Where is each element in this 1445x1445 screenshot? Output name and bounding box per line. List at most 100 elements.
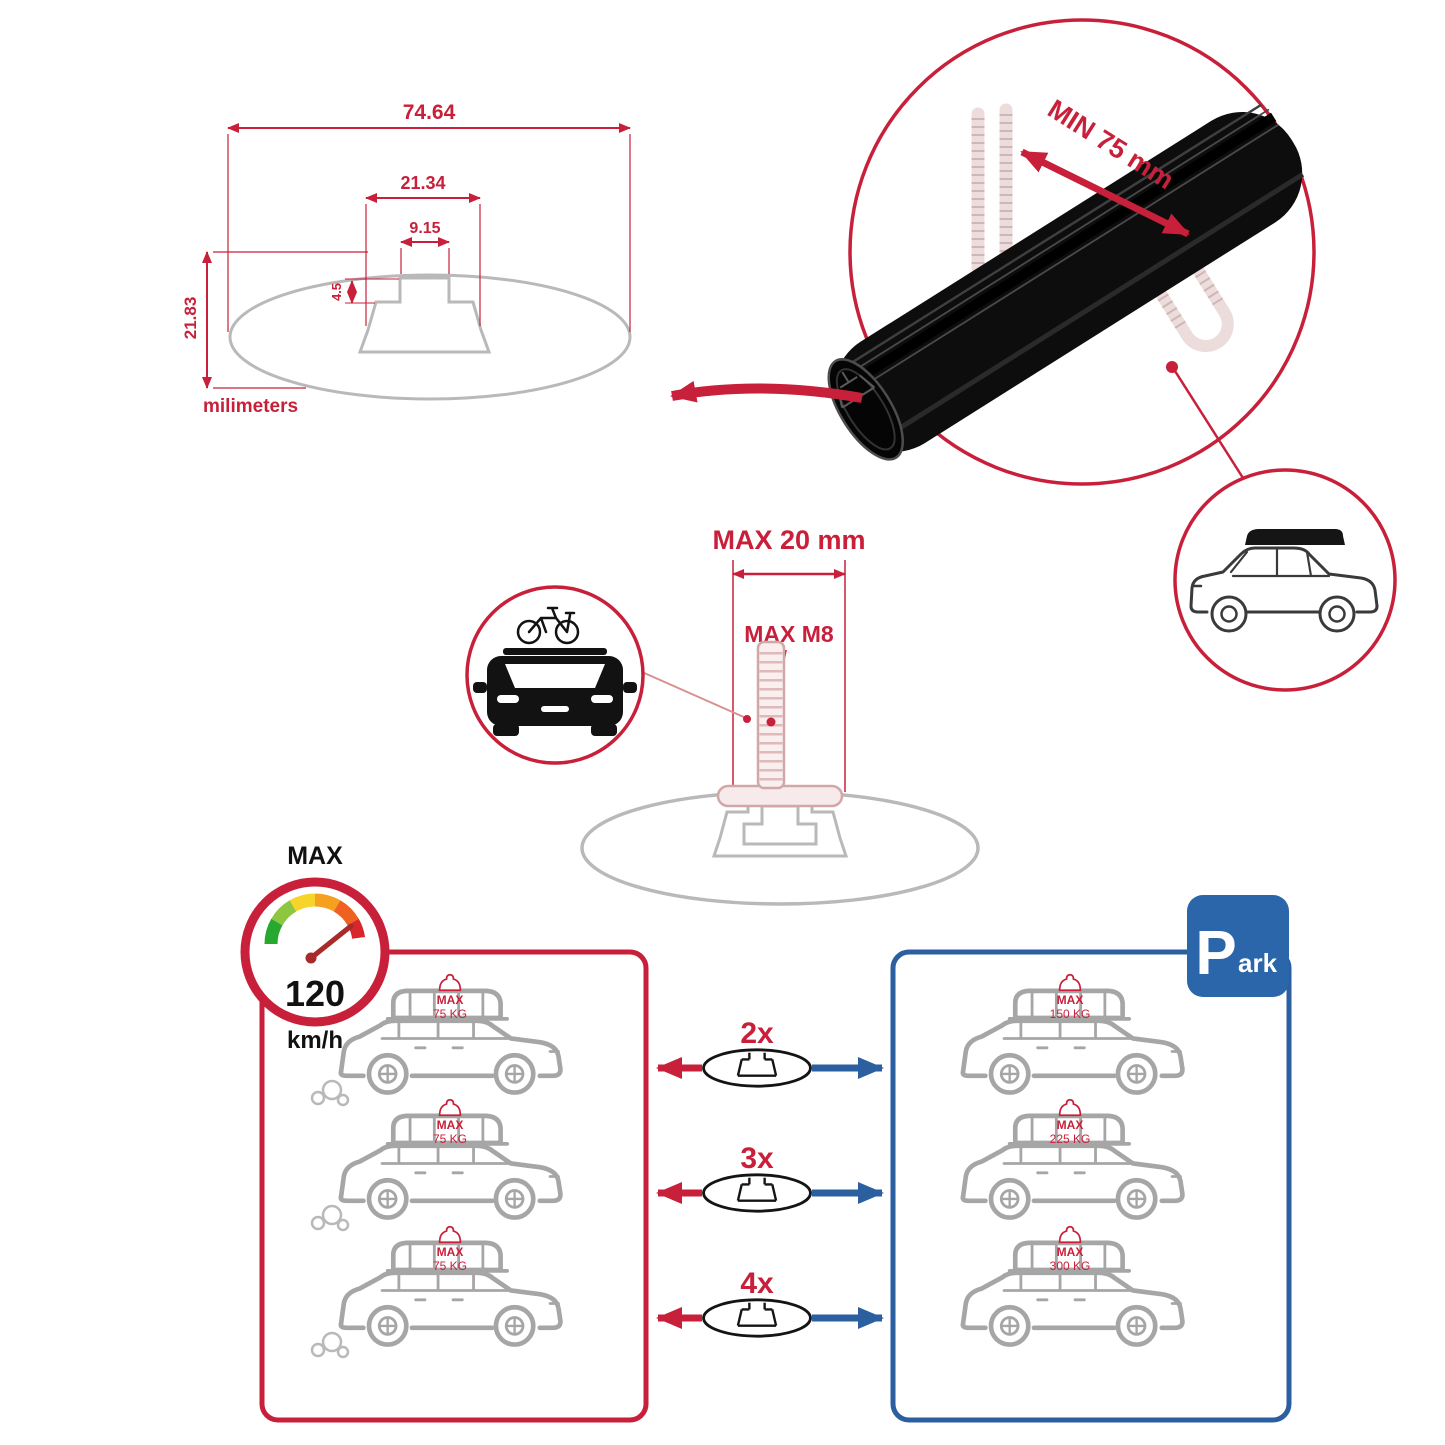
cargo-cap [1058,973,1082,992]
suv-hub [1328,605,1346,623]
t-nut [742,804,818,846]
cargo-cap [1058,1225,1082,1244]
parked-load-box [890,949,1292,1423]
left-car-weight: 75 KG [433,1132,467,1146]
u-bolt-threads [1173,236,1226,309]
right-car-weight: 150 KG [1050,1007,1091,1021]
right-car-weight: 300 KG [1050,1259,1091,1273]
circle-leader-line [641,671,747,719]
car-bike-circle [465,585,751,765]
park-sign: P ark [1187,895,1289,997]
dim-height-label: 21.83 [181,297,200,340]
crossbar-count-icon [702,1048,812,1088]
leader-to-suv-circle [1173,370,1245,479]
smoke-puff [321,1204,343,1226]
suv-wheel [1318,595,1356,633]
smoke-puff [336,1218,350,1232]
gauge-max-label: MAX [287,842,343,870]
grille [541,706,569,712]
u-bolt-right [1134,231,1234,353]
crossbar-end-cap-inner [835,368,896,451]
right-car-weight: 225 KG [1050,1132,1091,1146]
u-bolt-loop [1134,231,1234,353]
smoke-puff [336,1345,350,1359]
row-multiplier: 3x [740,1142,774,1175]
bolt-length-label: MAX 20 mm [712,525,865,555]
smoke-puff [310,1342,326,1358]
suv-underside [1245,604,1379,614]
exhaust-smoke [310,1204,350,1232]
side-mirror [623,682,637,693]
driving-load-box [259,949,649,1423]
smoke-puff [310,1215,326,1231]
exhaust-smoke [310,1331,350,1359]
smoke-puff [321,1331,343,1353]
suv-windows [1229,547,1331,578]
dim-width-label: 74.64 [403,101,456,124]
bolt-thread-label: MAX M8 [744,621,834,647]
tire [591,724,617,736]
dim-slot-label: 9.15 [409,220,440,237]
u-bolt-threads [1136,259,1188,333]
park-letter: P [1195,919,1236,988]
comparison-row: MAX 75 KG 2x MAX 150 KG [310,973,1182,1107]
leader-dot [743,715,751,723]
gauge-seg-orange [314,893,341,912]
right-car-max-label: MAX [1057,1118,1084,1132]
right-car-max-label: MAX [1057,1245,1084,1259]
row-multiplier: 4x [740,1267,774,1300]
side-mirror [473,682,487,693]
roof-box [1245,529,1345,545]
cargo-cap [1058,1098,1082,1117]
crossbar-channel [854,112,1277,384]
smoke-puff [310,1090,326,1106]
u-bolt-top [971,103,1013,275]
profile-drawing: 74.64 21.34 9.15 4.5 21.83 milimeters [181,101,632,417]
gauge-seg-green [264,918,283,945]
speed-gauge: MAX 120 km/h [240,842,390,1054]
min-clamp-arrow [1020,148,1190,238]
park-sign-plate [1187,895,1289,997]
comparison-row: MAX 75 KG 3x MAX 225 KG [310,1098,1182,1232]
headlight [591,695,613,703]
roof-bar [503,648,607,655]
bike-art [516,606,580,645]
gauge-needle [308,923,354,961]
dim-lip-label: 4.5 [329,283,344,301]
crossbar-zoom-circle: MIN 75 mm [827,18,1316,486]
crossbar-channel-edge [852,108,1270,373]
units-label: milimeters [203,396,298,417]
suv-hub [1220,605,1238,623]
car-front-with-bike-art [473,606,637,736]
gauge-pivot [305,952,317,964]
left-car-weight: 75 KG [433,1259,467,1273]
comparison-row: MAX 75 KG 4x MAX 300 KG [310,1225,1182,1359]
cargo-cap [438,1098,462,1117]
suv-with-roofbox-art [1189,529,1379,633]
park-rest: ark [1238,948,1278,978]
crossbar-highlight [840,103,1262,371]
gauge-seg-red [347,918,366,940]
cargo-cap [438,1225,462,1244]
zoom-arrow [670,380,863,403]
bike-wheel [554,619,580,645]
crossbar-count-icon [702,1173,812,1213]
left-car-max-label: MAX [437,1245,464,1259]
clamp-point-dot [1166,361,1178,373]
gauge-seg-yellow [289,893,316,912]
gauge-value: 120 [285,973,345,1014]
suv-roofbox-circle [1173,468,1397,692]
tire [493,724,519,736]
smoke-puff [321,1079,343,1101]
left-car-weight: 75 KG [433,1007,467,1021]
thread-dot [766,717,776,727]
crossbar-channel-edge [861,123,1279,388]
crossbar-lower-shade [881,172,1305,441]
suv-wheel [1210,595,1248,633]
exhaust-smoke [310,1079,350,1107]
row-multiplier: 2x [740,1017,774,1050]
gauge-seg-darkorange [333,900,359,926]
bike-frame [527,606,576,634]
